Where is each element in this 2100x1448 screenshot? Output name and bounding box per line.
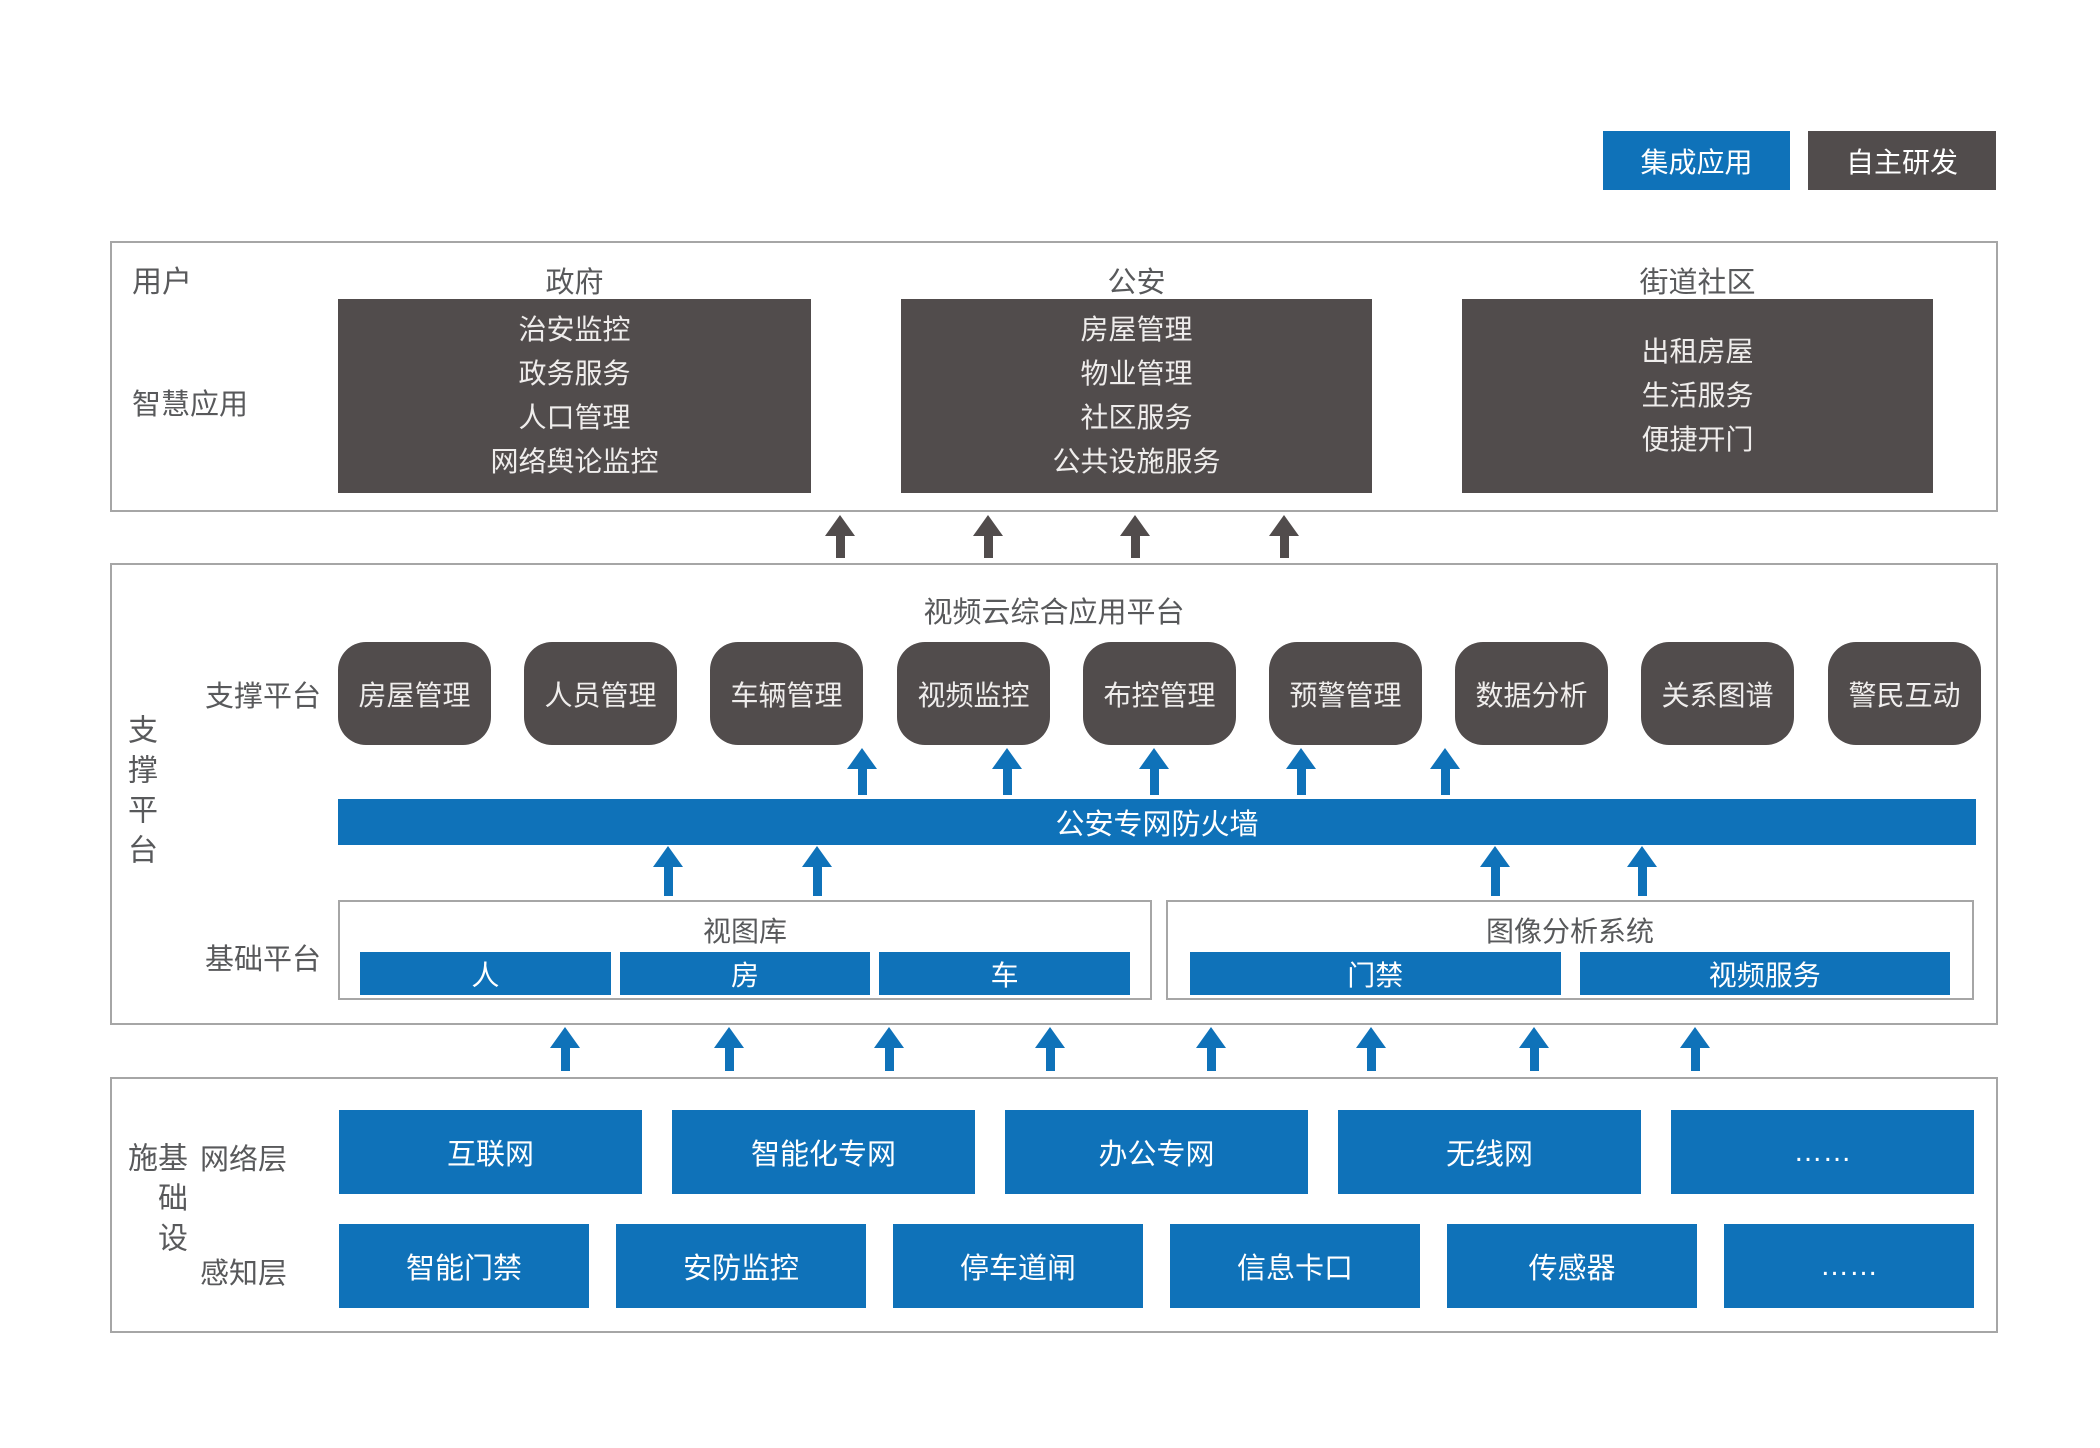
app-item: 人口管理 <box>518 402 631 433</box>
infra-network-more: …… <box>1671 1110 1974 1194</box>
view-library-box: 视图库 人 房 车 <box>338 900 1152 1000</box>
users-label: 用户 <box>132 266 192 299</box>
module-relation-graph: 关系图谱 <box>1641 642 1794 745</box>
column-header-police: 公安 <box>1107 267 1166 299</box>
infra-internet: 互联网 <box>339 1110 642 1194</box>
module-data-analysis: 数据分析 <box>1455 642 1608 745</box>
infra-wireless-network: 无线网 <box>1338 1110 1641 1194</box>
community-apps-box: 出租房屋 生活服务 便捷开门 <box>1462 299 1933 493</box>
view-library-title: 视图库 <box>702 916 787 947</box>
module-warning-mgmt: 预警管理 <box>1269 642 1422 745</box>
up-arrow <box>1680 1027 1710 1071</box>
bar-access-control: 门禁 <box>1190 952 1561 995</box>
app-item: 房屋管理 <box>1080 314 1193 345</box>
up-arrow <box>992 748 1022 795</box>
app-item: 社区服务 <box>1080 402 1193 433</box>
app-item: 治安监控 <box>518 314 631 345</box>
users-section: 用户 智慧应用 政府 公安 街道社区 治安监控 政务服务 人口管理 网络舆论监控… <box>110 241 1998 512</box>
up-arrow <box>1196 1027 1226 1071</box>
module-vehicle-mgmt: 车辆管理 <box>710 642 863 745</box>
infra-intelligent-network: 智能化专网 <box>672 1110 975 1194</box>
module-video-surveillance: 视频监控 <box>897 642 1050 745</box>
up-arrow <box>802 846 832 896</box>
bar-house: 房 <box>619 952 871 995</box>
bar-person: 人 <box>360 952 611 995</box>
legend-integrated-app: 集成应用 <box>1603 131 1790 190</box>
up-arrow <box>847 748 877 795</box>
bar-video-service: 视频服务 <box>1579 952 1950 995</box>
column-header-government: 政府 <box>545 267 604 299</box>
up-arrow <box>1519 1027 1549 1071</box>
up-arrow <box>874 1027 904 1071</box>
module-housing-mgmt: 房屋管理 <box>338 642 491 745</box>
app-item: 便捷开门 <box>1641 424 1754 455</box>
infra-office-network: 办公专网 <box>1005 1110 1308 1194</box>
network-layer-label: 网络层 <box>200 1144 288 1176</box>
base-row-label: 基础平台 <box>205 944 322 976</box>
module-personnel-mgmt: 人员管理 <box>524 642 677 745</box>
up-arrow <box>825 515 855 558</box>
app-item: 生活服务 <box>1641 380 1754 411</box>
infra-parking-gate: 停车道闸 <box>893 1224 1143 1308</box>
up-arrow <box>1286 748 1316 795</box>
legend-self-developed: 自主研发 <box>1808 131 1996 190</box>
up-arrow <box>550 1027 580 1071</box>
smart-app-label: 智慧应用 <box>132 389 249 421</box>
app-item: 出租房屋 <box>1641 336 1754 367</box>
up-arrow <box>1120 515 1150 558</box>
up-arrow <box>973 515 1003 558</box>
platform-title: 视频云综合应用平台 <box>923 597 1185 629</box>
module-control-mgmt: 布控管理 <box>1083 642 1236 745</box>
app-item: 物业管理 <box>1080 358 1193 389</box>
up-arrow <box>653 846 683 896</box>
up-arrow <box>1480 846 1510 896</box>
infra-info-checkpoint: 信息卡口 <box>1170 1224 1420 1308</box>
app-item: 公共设施服务 <box>1052 446 1221 477</box>
government-apps-box: 治安监控 政务服务 人口管理 网络舆论监控 <box>338 299 811 493</box>
image-analysis-box: 图像分析系统 门禁 视频服务 <box>1166 900 1974 1000</box>
support-row-label: 支撑平台 <box>205 681 322 713</box>
police-apps-box: 房屋管理 物业管理 社区服务 公共设施服务 <box>901 299 1372 493</box>
up-arrow <box>1627 846 1657 896</box>
up-arrow <box>1430 748 1460 795</box>
up-arrow <box>1356 1027 1386 1071</box>
infra-security-monitor: 安防监控 <box>616 1224 866 1308</box>
up-arrow <box>714 1027 744 1071</box>
infra-smart-access: 智能门禁 <box>339 1224 589 1308</box>
infra-perception-more: …… <box>1724 1224 1974 1308</box>
module-police-citizen: 警民互动 <box>1828 642 1981 745</box>
column-header-community: 街道社区 <box>1639 267 1756 299</box>
app-item: 网络舆论监控 <box>490 446 659 477</box>
firewall-bar: 公安专网防火墙 <box>338 799 1976 845</box>
up-arrow <box>1139 748 1169 795</box>
support-platform-section: 支撑平台 视频云综合应用平台 支撑平台 房屋管理 人员管理 车辆管理 视频监控 … <box>110 563 1998 1025</box>
infra-sensor: 传感器 <box>1447 1224 1697 1308</box>
infrastructure-side-label: 基础设施 <box>123 1142 186 1262</box>
up-arrow <box>1035 1027 1065 1071</box>
up-arrow <box>1269 515 1299 558</box>
bar-vehicle: 车 <box>879 952 1131 995</box>
image-analysis-title: 图像分析系统 <box>1485 916 1654 947</box>
app-item: 政务服务 <box>518 358 631 389</box>
infrastructure-section: 基础设施 网络层 互联网 智能化专网 办公专网 无线网 …… 感知层 智能门禁 … <box>110 1077 1998 1333</box>
support-platform-side-label: 支撑平台 <box>123 714 156 874</box>
perception-layer-label: 感知层 <box>200 1258 288 1290</box>
